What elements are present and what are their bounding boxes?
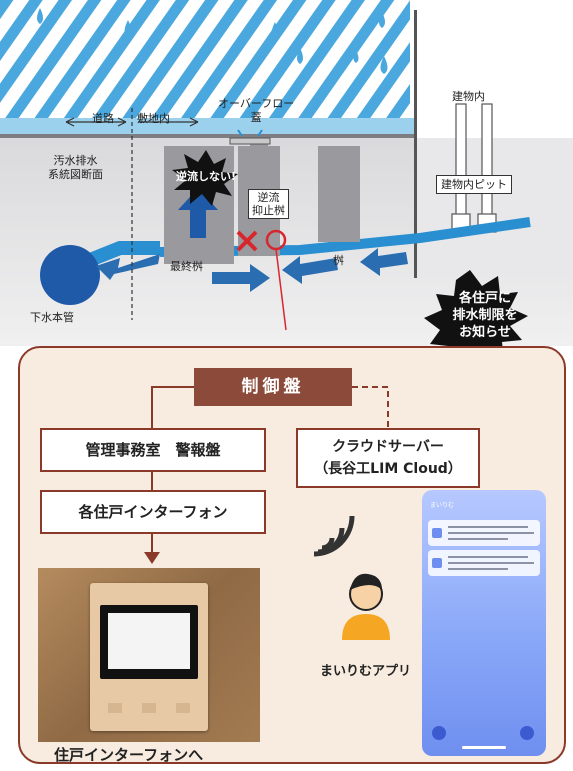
- phone-title: まいりむ: [430, 502, 455, 509]
- app-label: まいりむアプリ: [320, 664, 412, 679]
- intercom-button[interactable]: [176, 703, 190, 713]
- camera-icon[interactable]: [520, 726, 534, 740]
- control-panel: 制御盤: [194, 368, 352, 406]
- no-backflow-burst: [172, 150, 238, 206]
- intercom-button[interactable]: [142, 703, 156, 713]
- sewer-main-circle: [40, 245, 100, 305]
- flashlight-icon[interactable]: [432, 726, 446, 740]
- to-unit-intercom-label: 住戸インターフォンへ: [54, 746, 204, 764]
- sewage-cross-section: [0, 0, 573, 346]
- notification-card[interactable]: [428, 520, 540, 546]
- road-label: 道路: [92, 112, 114, 125]
- box-label: 桝: [333, 254, 344, 267]
- notification-card[interactable]: [428, 550, 540, 576]
- overflow-lid-label: オーバーフロー 蓋: [218, 97, 295, 124]
- intercom-box: 各住戸インターフォン: [40, 490, 266, 534]
- flow-connectors: [144, 386, 390, 640]
- mgmt-office-box: 管理事務室 警報盤: [40, 428, 266, 472]
- intercom-device: [90, 583, 208, 731]
- sewer-main-label: 下水本管: [30, 311, 74, 324]
- no-backflow-label: 逆流しない!: [176, 170, 237, 183]
- notify-burst-shape: [424, 270, 528, 346]
- building-inside-label: 建物内: [452, 90, 485, 103]
- notify-burst-label: 各住戸に 排水制限を お知らせ: [452, 291, 518, 340]
- user-icon: [342, 573, 390, 640]
- building-pit-label: 建物内ピット: [436, 175, 512, 194]
- cloud-server-box: クラウドサーバー （長谷工LIM Cloud）: [296, 428, 480, 488]
- sewage-section-label: 汚水排水 系統図断面: [48, 154, 103, 181]
- phone-mockup: まいりむ: [422, 490, 546, 756]
- backflow-stop-box-label: 逆流 抑止桝: [248, 189, 289, 219]
- app-icon: [432, 558, 442, 568]
- intercom-button[interactable]: [108, 703, 122, 713]
- home-indicator[interactable]: [462, 746, 506, 749]
- intercom-screen: [100, 605, 198, 679]
- final-box-label: 最終桝: [170, 260, 203, 273]
- app-icon: [432, 528, 442, 538]
- rain-hatch: [0, 0, 410, 118]
- premises-label: 敷地内: [137, 112, 170, 125]
